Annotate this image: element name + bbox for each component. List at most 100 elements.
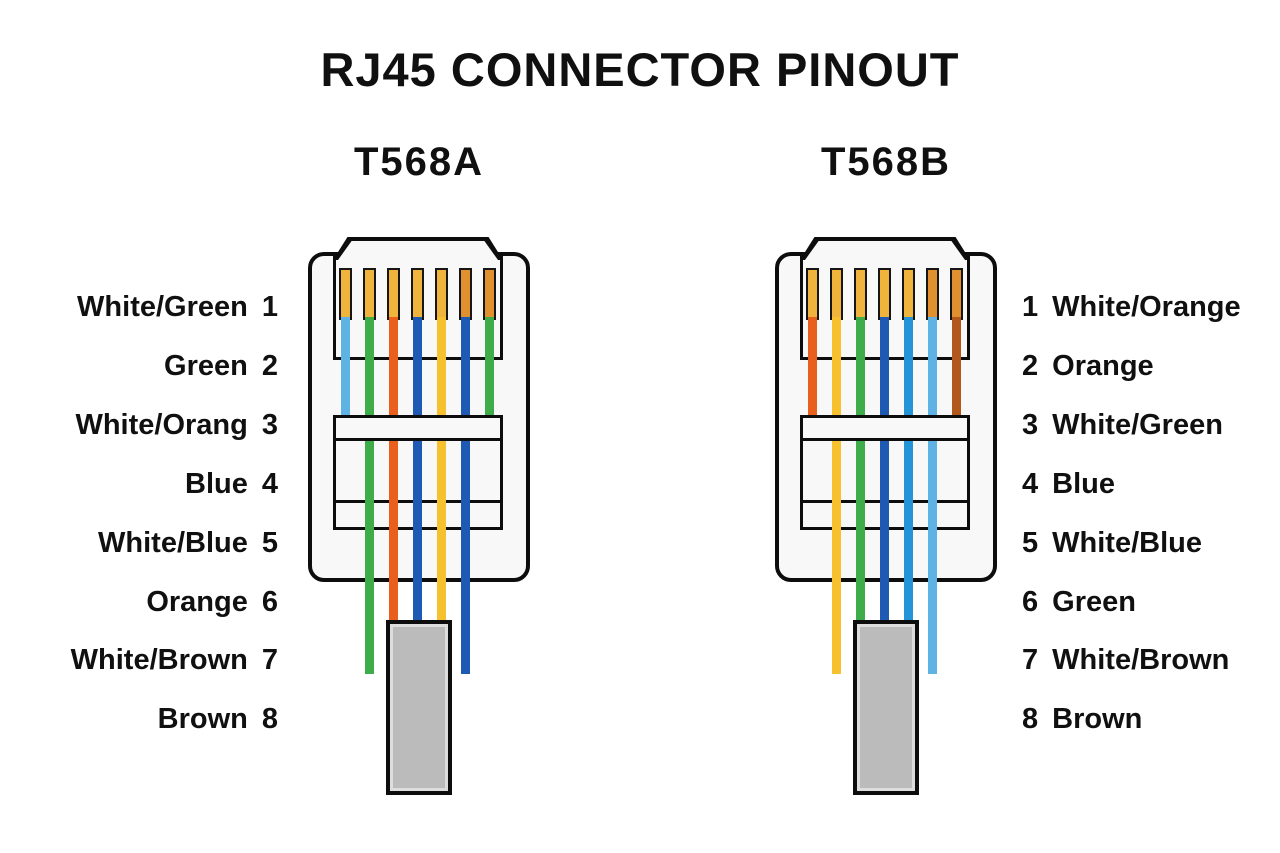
pin-color-name: White/Blue <box>1052 527 1202 559</box>
pin-number: 1 <box>1022 291 1039 323</box>
wire-top-2-green <box>365 317 374 415</box>
wire-bottom-3-darkblue <box>413 441 422 623</box>
wire-top-3-green <box>856 317 865 415</box>
pin-number: 5 <box>261 527 278 559</box>
pin-label-row: Orange 6 <box>30 582 278 622</box>
wire-top-6-darkblue <box>461 317 470 415</box>
pin-6 <box>459 268 472 320</box>
page-title: RJ45 CONNECTOR PINOUT <box>320 43 960 96</box>
wire-bottom-1-yellow <box>832 441 841 674</box>
pin-label-row: White/Brown 7 <box>30 640 278 680</box>
pin-label-row: White/Orang 3 <box>30 405 278 445</box>
pin-number: 1 <box>261 291 278 323</box>
connector-t568a: T568A <box>308 140 530 795</box>
pin-label-row: Brown 8 <box>30 699 278 739</box>
pin-label-row: White/Green 1 <box>30 287 278 327</box>
pin-number: 8 <box>1022 703 1039 735</box>
pin-color-name: Green <box>164 350 248 382</box>
pin-label-row: White/Blue 5 <box>30 523 278 563</box>
connector-t568b: T568B <box>775 140 997 795</box>
wire-bottom-5-darkblue <box>461 441 470 674</box>
pin-color-name: White/Green <box>77 291 248 323</box>
pin-number: 3 <box>261 409 278 441</box>
wire-top-3-orange <box>389 317 398 415</box>
pin-6 <box>926 268 939 320</box>
pin-number: 7 <box>261 644 278 676</box>
divider-line <box>336 438 500 441</box>
pin-7 <box>950 268 963 320</box>
latch-tab-inner <box>338 241 498 260</box>
pin-color-name: Orange <box>146 586 248 618</box>
pin-3 <box>387 268 400 320</box>
pin-label-row: 3 White/Green <box>1022 405 1270 445</box>
pin-number: 6 <box>1022 586 1039 618</box>
wire-top-5-medblue <box>904 317 913 415</box>
pin-number: 4 <box>261 468 278 500</box>
pin-color-name: White/Brown <box>70 644 248 676</box>
pin-label-row: 8 Brown <box>1022 699 1270 739</box>
pin-4 <box>878 268 891 320</box>
wire-top-4-darkblue <box>413 317 422 415</box>
pin-color-name: Blue <box>185 468 248 500</box>
pin-number: 3 <box>1022 409 1039 441</box>
connector-standard-title-t568b: T568B <box>820 140 952 184</box>
wire-bottom-1-green <box>365 441 374 674</box>
pin-number: 7 <box>1022 644 1039 676</box>
pin-5 <box>902 268 915 320</box>
pin-color-name: Brown <box>157 703 248 735</box>
divider-line <box>803 438 967 441</box>
pin-label-row: Blue 4 <box>30 464 278 504</box>
wire-top-2-yellow <box>832 317 841 415</box>
wire-bottom-5-lightblue <box>928 441 937 674</box>
pin-2 <box>830 268 843 320</box>
pin-number: 2 <box>261 350 278 382</box>
pin-label-row: 6 Green <box>1022 582 1270 622</box>
wire-top-7-brown <box>952 317 961 415</box>
pin-color-name: Brown <box>1052 703 1143 735</box>
wire-bottom-2-orange <box>389 441 398 623</box>
wire-top-1-orange <box>808 317 817 415</box>
wire-bottom-4-yellow <box>437 441 446 623</box>
pin-5 <box>435 268 448 320</box>
wire-top-7-green <box>485 317 494 415</box>
pin-2 <box>363 268 376 320</box>
wire-bottom-4-medblue <box>904 441 913 623</box>
pin-number: 6 <box>261 586 278 618</box>
pin-number: 5 <box>1022 527 1039 559</box>
pin-label-row: Green 2 <box>30 346 278 386</box>
latch-tab <box>800 237 970 260</box>
cable-jacket <box>853 620 919 795</box>
pin-3 <box>854 268 867 320</box>
pin-label-row: 7 White/Brown <box>1022 640 1270 680</box>
pin-1 <box>339 268 352 320</box>
wire-bottom-3-darkblue <box>880 441 889 623</box>
pin-color-name: Blue <box>1052 468 1115 500</box>
wire-top-4-darkblue <box>880 317 889 415</box>
wire-top-6-lightblue <box>928 317 937 415</box>
pin-label-row: 5 White/Blue <box>1022 523 1270 563</box>
wire-top-1-lightblue <box>341 317 350 415</box>
pin-color-name: White/Blue <box>98 527 248 559</box>
pin-color-name: White/Orange <box>1052 291 1241 323</box>
latch-tab-inner <box>805 241 965 260</box>
pin-4 <box>411 268 424 320</box>
pin-1 <box>806 268 819 320</box>
wire-top-5-yellow <box>437 317 446 415</box>
cable-jacket <box>386 620 452 795</box>
wire-bottom-2-green <box>856 441 865 623</box>
pin-color-name: Green <box>1052 586 1136 618</box>
latch-tab <box>333 237 503 260</box>
pin-number: 2 <box>1022 350 1039 382</box>
pin-7 <box>483 268 496 320</box>
pin-color-name: Orange <box>1052 350 1154 382</box>
pin-color-name: White/Orang <box>75 409 248 441</box>
pin-label-row: 2 Orange <box>1022 346 1270 386</box>
pin-color-name: White/Brown <box>1052 644 1230 676</box>
pin-number: 8 <box>261 703 278 735</box>
pin-label-row: 1 White/Orange <box>1022 287 1270 327</box>
pin-color-name: White/Green <box>1052 409 1223 441</box>
